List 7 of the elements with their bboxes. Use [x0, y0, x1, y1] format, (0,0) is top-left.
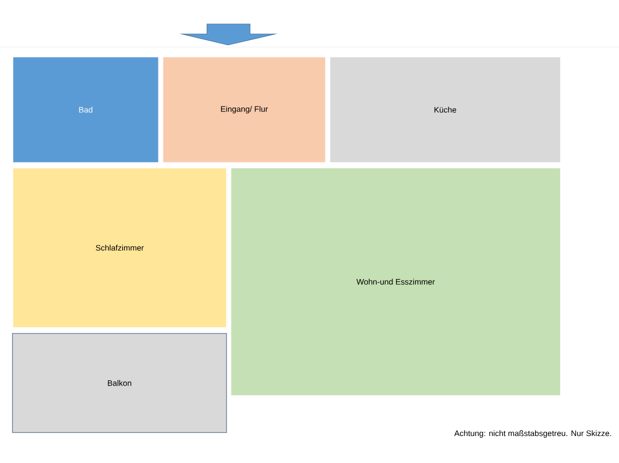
- room-box: Wohn-und Esszimmer: [231, 168, 560, 396]
- room-box: Küche: [330, 57, 560, 162]
- room-box: Bad: [13, 57, 158, 162]
- room-box: Balkon: [12, 333, 227, 433]
- room-box: Eingang/ Flur: [163, 57, 326, 162]
- room-box: Schlafzimmer: [13, 168, 226, 328]
- note-text: Achtung: nicht maßstabsgetreu. Nur Skizze.: [454, 430, 612, 438]
